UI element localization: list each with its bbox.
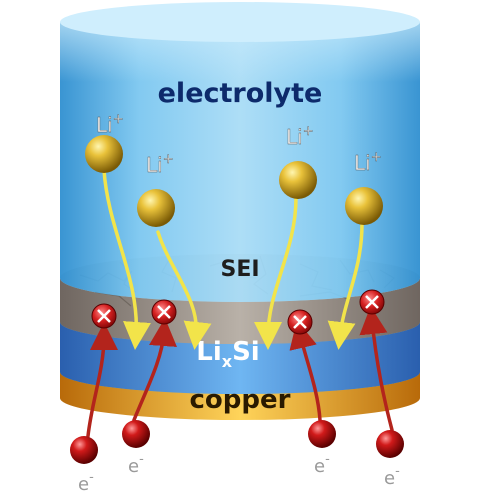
lithium-ion: Li+: [279, 124, 317, 199]
blocked-marker-icon: [91, 303, 117, 329]
electrolyte-cylinder: [60, 2, 420, 302]
blocked-marker-icon: [287, 309, 313, 335]
electron-arrow: [289, 320, 322, 422]
lithium-ion: Li+: [345, 150, 383, 225]
lithium-ion: Li+: [137, 152, 175, 227]
ion-arrows: [102, 168, 364, 350]
blocked-marker-icon: [359, 289, 385, 315]
electron-arrow: [86, 322, 118, 438]
blocked-markers: [91, 289, 385, 335]
electron: e-: [308, 420, 336, 477]
electrolyte-label: electrolyte: [158, 78, 323, 109]
ion-arrow: [254, 196, 298, 350]
electron-arrow: [359, 306, 394, 432]
svg-text:e-: e-: [78, 470, 94, 493]
electron: e-: [122, 420, 150, 477]
svg-text:Li+: Li+: [354, 150, 382, 175]
svg-text:Li+: Li+: [96, 112, 124, 137]
copper-label: copper: [190, 385, 291, 415]
lithium-ions: Li+ Li+ Li+ Li+: [85, 112, 383, 227]
electron-arrows: [86, 306, 394, 438]
ion-arrow: [102, 168, 151, 350]
blocked-marker-icon: [151, 299, 177, 325]
svg-text:Li+: Li+: [146, 152, 174, 177]
svg-text:Li+: Li+: [286, 124, 314, 149]
electron: e-: [376, 430, 404, 489]
lithium-ion: Li+: [85, 112, 124, 173]
svg-text:e-: e-: [384, 464, 400, 489]
electron-arrow: [132, 318, 177, 422]
sei-label: SEI: [220, 257, 259, 282]
electron: e-: [70, 436, 98, 493]
ion-arrow: [156, 230, 212, 350]
ion-arrow: [327, 222, 364, 350]
svg-text:e-: e-: [128, 452, 144, 477]
svg-text:e-: e-: [314, 452, 330, 477]
electrons: e- e- e- e-: [70, 420, 404, 493]
